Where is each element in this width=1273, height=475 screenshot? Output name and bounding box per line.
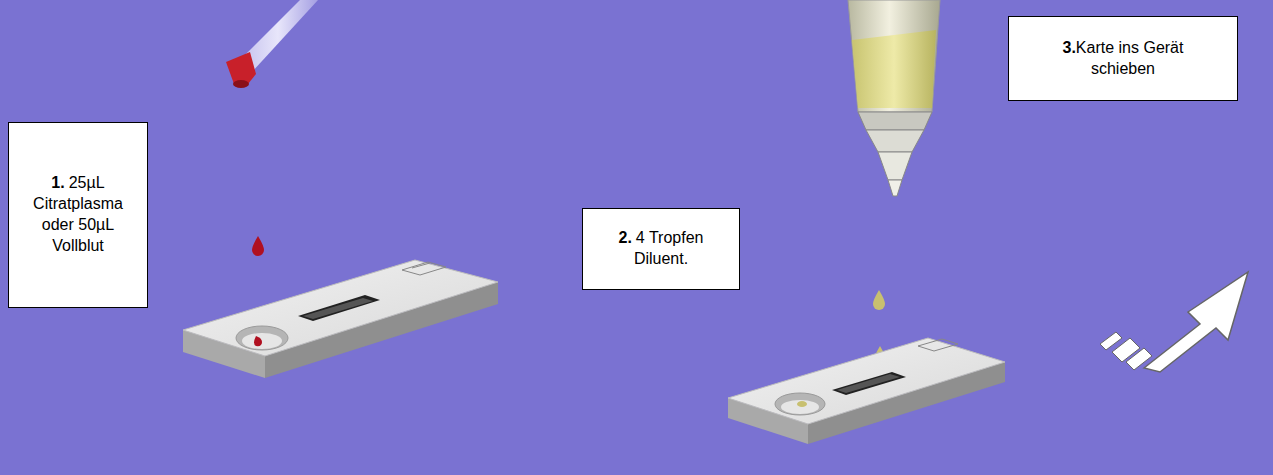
step-text: 3.Karte ins Gerät schieben	[1053, 38, 1193, 80]
step-number: 2.	[619, 229, 632, 246]
step-label: 4 Tropfen Diluent.	[634, 229, 704, 267]
step-label: 25µL Citratplasma oder 50µL Vollblut	[33, 174, 123, 253]
step-number: 1.	[51, 174, 64, 191]
dropper-bottle	[848, 0, 940, 196]
step-text: 2.4 Tropfen Diluent.	[601, 228, 721, 270]
test-card	[728, 338, 1005, 444]
test-card	[183, 260, 498, 378]
insert-arrow	[1100, 272, 1248, 372]
step-number: 3.	[1063, 39, 1076, 56]
step-box: 2.4 Tropfen Diluent.	[582, 208, 740, 290]
step-text: 1.25µL Citratplasma oder 50µL Vollblut	[16, 173, 140, 256]
step-box: 3.Karte ins Gerät schieben	[1008, 16, 1238, 101]
blood-drop	[252, 236, 264, 256]
step-box: 1.25µL Citratplasma oder 50µL Vollblut	[8, 122, 148, 308]
step-label: Karte ins Gerät schieben	[1076, 39, 1184, 77]
diluent-drop	[873, 290, 885, 310]
pipette	[226, 0, 318, 88]
